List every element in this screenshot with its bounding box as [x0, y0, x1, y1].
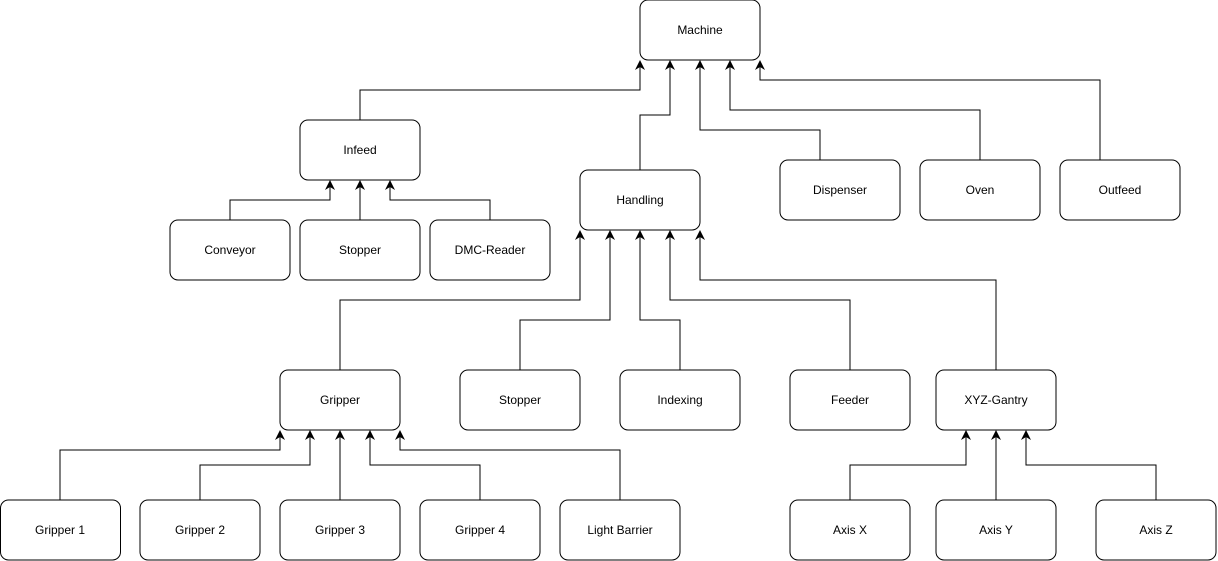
- node-light-barrier[interactable]: Light Barrier: [559, 499, 681, 561]
- edge-conveyor-to-infeed: [229, 180, 335, 220]
- node-axis-z-label: Axis Z: [1139, 523, 1172, 537]
- node-gripper-2-label: Gripper 2: [175, 523, 225, 537]
- node-axis-x-label: Axis X: [833, 523, 867, 537]
- edge-axis-z-to-xyz-gantry: [1021, 430, 1157, 500]
- edge-light-barrier-to-gripper: [395, 430, 621, 500]
- node-dmc-reader[interactable]: DMC-Reader: [429, 219, 551, 281]
- edge-stopper-to-handling: [519, 230, 615, 370]
- node-outfeed-label: Outfeed: [1099, 183, 1142, 197]
- node-axis-z[interactable]: Axis Z: [1095, 499, 1217, 561]
- node-gripper[interactable]: Gripper: [279, 369, 401, 431]
- node-handling-label: Handling: [616, 193, 663, 207]
- node-axis-y-label: Axis Y: [979, 523, 1013, 537]
- node-stopper-infeed[interactable]: Stopper: [299, 219, 421, 281]
- edge-oven-to-machine: [725, 60, 981, 160]
- node-axis-y[interactable]: Axis Y: [935, 499, 1057, 561]
- node-oven[interactable]: Oven: [919, 159, 1041, 221]
- node-handling[interactable]: Handling: [579, 169, 701, 231]
- node-gripper-1[interactable]: Gripper 1: [0, 499, 121, 561]
- node-gripper-4-label: Gripper 4: [455, 523, 505, 537]
- edge-gripper-1-to-gripper: [59, 430, 285, 500]
- node-infeed-label: Infeed: [343, 143, 376, 157]
- node-conveyor[interactable]: Conveyor: [169, 219, 291, 281]
- connectors: [59, 60, 1157, 500]
- node-stopper-infeed-label: Stopper: [339, 243, 381, 257]
- node-conveyor-label: Conveyor: [204, 243, 255, 257]
- node-xyz-gantry[interactable]: XYZ-Gantry: [935, 369, 1057, 431]
- node-gripper-3-label: Gripper 3: [315, 523, 365, 537]
- edge-gripper-4-to-gripper: [365, 430, 481, 500]
- edge-dmc-reader-to-infeed: [385, 180, 491, 220]
- edge-infeed-to-machine: [359, 60, 645, 120]
- edge-xyz-gantry-to-handling: [695, 230, 997, 370]
- node-gripper-4[interactable]: Gripper 4: [419, 499, 541, 561]
- node-indexing-label: Indexing: [657, 393, 702, 407]
- node-oven-label: Oven: [966, 183, 995, 197]
- node-feeder[interactable]: Feeder: [789, 369, 911, 431]
- node-outfeed[interactable]: Outfeed: [1059, 159, 1181, 221]
- node-machine[interactable]: Machine: [639, 0, 761, 61]
- node-gripper-1-label: Gripper 1: [35, 523, 85, 537]
- node-dmc-reader-label: DMC-Reader: [455, 243, 526, 257]
- node-light-barrier-label: Light Barrier: [587, 523, 652, 537]
- edge-handling-to-machine: [639, 60, 675, 170]
- node-feeder-label: Feeder: [831, 393, 869, 407]
- node-stopper-handling[interactable]: Stopper: [459, 369, 581, 431]
- node-dispenser[interactable]: Dispenser: [779, 159, 901, 221]
- node-infeed[interactable]: Infeed: [299, 119, 421, 181]
- edge-gripper-2-to-gripper: [199, 430, 315, 500]
- edge-outfeed-to-machine: [755, 60, 1101, 160]
- node-xyz-gantry-label: XYZ-Gantry: [964, 393, 1027, 407]
- node-stopper-handling-label: Stopper: [499, 393, 541, 407]
- edge-axis-x-to-xyz-gantry: [849, 430, 971, 500]
- node-machine-label: Machine: [677, 23, 723, 37]
- node-gripper-label: Gripper: [320, 393, 360, 407]
- node-indexing[interactable]: Indexing: [619, 369, 741, 431]
- node-gripper-3[interactable]: Gripper 3: [279, 499, 401, 561]
- edge-feeder-to-handling: [665, 230, 851, 370]
- edge-indexing-to-handling: [635, 230, 681, 370]
- node-gripper-2[interactable]: Gripper 2: [139, 499, 261, 561]
- node-axis-x[interactable]: Axis X: [789, 499, 911, 561]
- edge-gripper-to-handling: [339, 230, 585, 370]
- node-dispenser-label: Dispenser: [813, 183, 867, 197]
- edge-dispenser-to-machine: [695, 60, 821, 160]
